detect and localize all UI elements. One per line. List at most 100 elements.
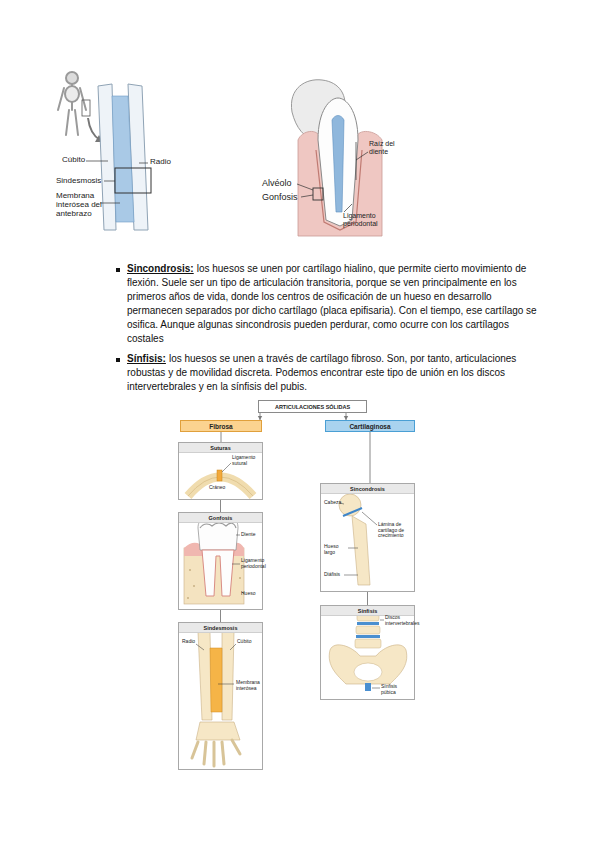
node-title: Fibrosa: [209, 423, 232, 430]
part-name: Gonfosis: [262, 193, 302, 203]
skeleton-figure-part: [58, 88, 64, 110]
symphysis-art-part: [355, 639, 381, 648]
syndesmosis-art-part: [192, 742, 198, 758]
suture-art: [188, 463, 253, 496]
panel-header: Sindesmosis: [179, 623, 262, 633]
panel-header: Gonfosis: [179, 513, 262, 523]
connector-line: [260, 413, 261, 420]
syndesmosis-art-part: [204, 742, 206, 764]
tooth-section-part: [301, 195, 313, 197]
part-name: Radio: [150, 158, 180, 167]
tooth-section-part: [313, 188, 323, 200]
connector-line: [367, 592, 368, 605]
body-text: los huesos se unen por cartílago hialino…: [127, 263, 537, 344]
syndesmosis-art-part: [196, 722, 240, 740]
tooth-section-part: [318, 98, 358, 226]
gomphosis-art-part: [200, 523, 236, 528]
synchondrosis-art-part: [339, 494, 361, 516]
forearm-bones-part: [86, 161, 108, 162]
gomphosis-art-part: [232, 564, 240, 565]
part-name: Hueso: [241, 591, 263, 597]
body-text: los huesos se unen a través de cartílago…: [127, 353, 516, 392]
zoom-arrow-part: [82, 100, 90, 116]
connector-line: [221, 432, 222, 442]
part-name: Sínfisis púbica: [381, 684, 411, 695]
suture-art-part: [222, 463, 231, 472]
term-heading: Sínfisis:: [127, 353, 166, 364]
symphysis-art-part: [357, 622, 379, 625]
term-heading: Sincondrosis:: [127, 263, 194, 274]
bullet-mark: [116, 268, 120, 272]
part-name: Ligamento periodontal: [241, 558, 263, 569]
gomphosis-art-part: [193, 585, 195, 587]
synchondrosis-art-part: [352, 516, 370, 585]
part-name: Ligamento periodontal: [343, 212, 391, 227]
bullet-paragraph: Sínfisis:los huesos se unen a través de …: [127, 352, 537, 394]
part-name: Cabeza: [324, 500, 342, 506]
syndesmosis-art-part: [218, 684, 234, 685]
part-name: Sindesmosis: [56, 177, 106, 186]
root-box: ARTICULACIONES SÓLIDAS: [258, 400, 367, 413]
part-name: Membrana interósea: [236, 680, 262, 691]
type-box: Cartilaginosa: [325, 420, 415, 432]
syndesmosis-art-part: [222, 632, 234, 720]
part-name: Radio: [182, 639, 198, 645]
node-title: Gonfosis: [209, 515, 233, 521]
part-name: Ligamento sutural: [232, 455, 260, 466]
syndesmosis-art-part: [198, 632, 212, 720]
forearm-bones-part: [139, 163, 148, 164]
bullet-paragraph: Sincondrosis:los huesos se unen por cart…: [127, 262, 537, 346]
connector-line: [346, 413, 347, 420]
part-name: Hueso largo: [324, 544, 348, 555]
syndesmosis-art-part: [196, 644, 204, 650]
arrow-head: [344, 416, 348, 420]
skeleton-figure-part: [65, 86, 79, 102]
symphysis-art-part: [372, 688, 380, 689]
connector-line: [220, 610, 221, 622]
node-title: Cartilaginosa: [349, 423, 390, 430]
syndesmosis-art-part: [192, 740, 240, 766]
node-title: Suturas: [210, 445, 230, 451]
synchondrosis-art-part: [362, 512, 377, 525]
part-name: Cúbito: [62, 156, 92, 165]
synchondrosis-art-part: [348, 548, 358, 549]
gomphosis-art: [184, 519, 244, 604]
syndesmosis-art-part: [213, 742, 216, 766]
gomphosis-art-part: [184, 548, 244, 604]
category-panel: Sínfisis: [320, 605, 415, 700]
connector: [258, 413, 262, 420]
symphysis-art-part: [356, 635, 380, 638]
syndesmosis-art-part: [222, 742, 224, 764]
tooth-section-part: [332, 116, 344, 213]
part-name: Diáfisis: [324, 572, 346, 578]
forearm-bones-part: [100, 203, 120, 204]
connector-line: [220, 500, 221, 512]
skeleton-figure-part: [75, 110, 78, 135]
node-title: ARTICULACIONES SÓLIDAS: [275, 404, 350, 410]
syndesmosis-art-part: [210, 648, 222, 712]
symphysis-art-part: [365, 683, 371, 691]
symphysis-art-part: [356, 626, 380, 634]
panel-header: Suturas: [179, 443, 262, 453]
part-name: Raíz del diente: [369, 140, 397, 155]
part-name: Cúbito: [237, 639, 259, 645]
bullet-mark: [116, 358, 120, 362]
gomphosis-art-part: [189, 569, 191, 571]
symphysis-art-part: [329, 645, 407, 684]
part-name: Diente: [241, 532, 263, 538]
tooth-section-part: [356, 152, 368, 160]
symphysis-art-part: [380, 620, 384, 621]
syndesmosis-art-part: [230, 644, 236, 650]
category-panel: Suturas: [178, 442, 263, 500]
skeleton-figure-part: [66, 110, 69, 135]
connector: [220, 610, 221, 622]
syndesmosis-art-part: [232, 740, 240, 754]
panel-header: Sincondrosis: [321, 484, 414, 494]
connector: [220, 500, 221, 512]
syndesmosis-art: [192, 632, 240, 766]
node-title: Sindesmosis: [204, 625, 238, 631]
